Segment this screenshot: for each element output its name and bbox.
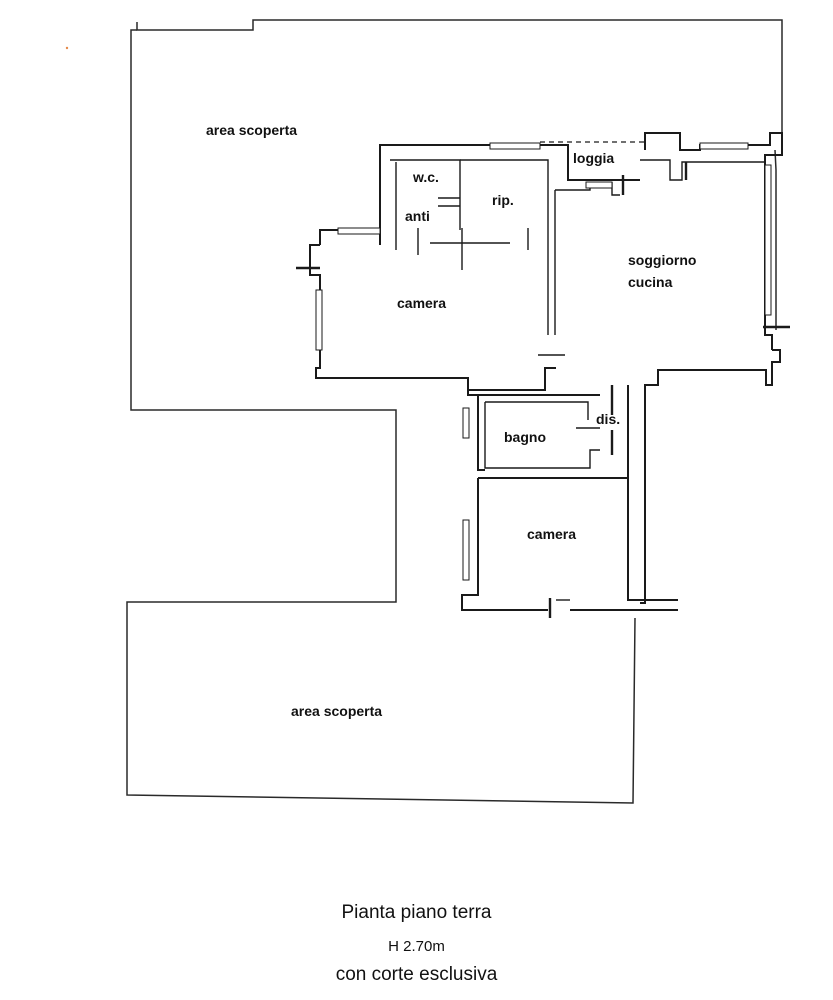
plan-subtitle: con corte esclusiva — [335, 964, 498, 985]
label-rip: rip. — [492, 192, 514, 208]
label-wc: w.c. — [412, 169, 439, 185]
top-lot-boundary — [136, 19, 783, 140]
top-lot-left-boundary — [126, 29, 636, 804]
label-loggia: loggia — [573, 150, 614, 166]
label-dis: dis. — [596, 411, 620, 427]
label-camera-2: camera — [527, 526, 576, 542]
ceiling-height: H 2.70m — [388, 938, 445, 955]
label-soggiorno: soggiorno — [628, 252, 696, 268]
label-bagno: bagno — [504, 429, 546, 445]
label-cucina: cucina — [628, 274, 673, 290]
label-camera-1: camera — [397, 295, 446, 311]
label-area-scoperta-top: area scoperta — [206, 122, 297, 138]
windows — [315, 142, 772, 581]
label-anti: anti — [405, 208, 430, 224]
stray-mark — [65, 46, 69, 50]
right-lot-edge — [774, 149, 777, 330]
doors — [296, 162, 790, 618]
label-area-scoperta-bottom: area scoperta — [291, 703, 382, 719]
plan-title: Pianta piano terra — [341, 902, 492, 923]
